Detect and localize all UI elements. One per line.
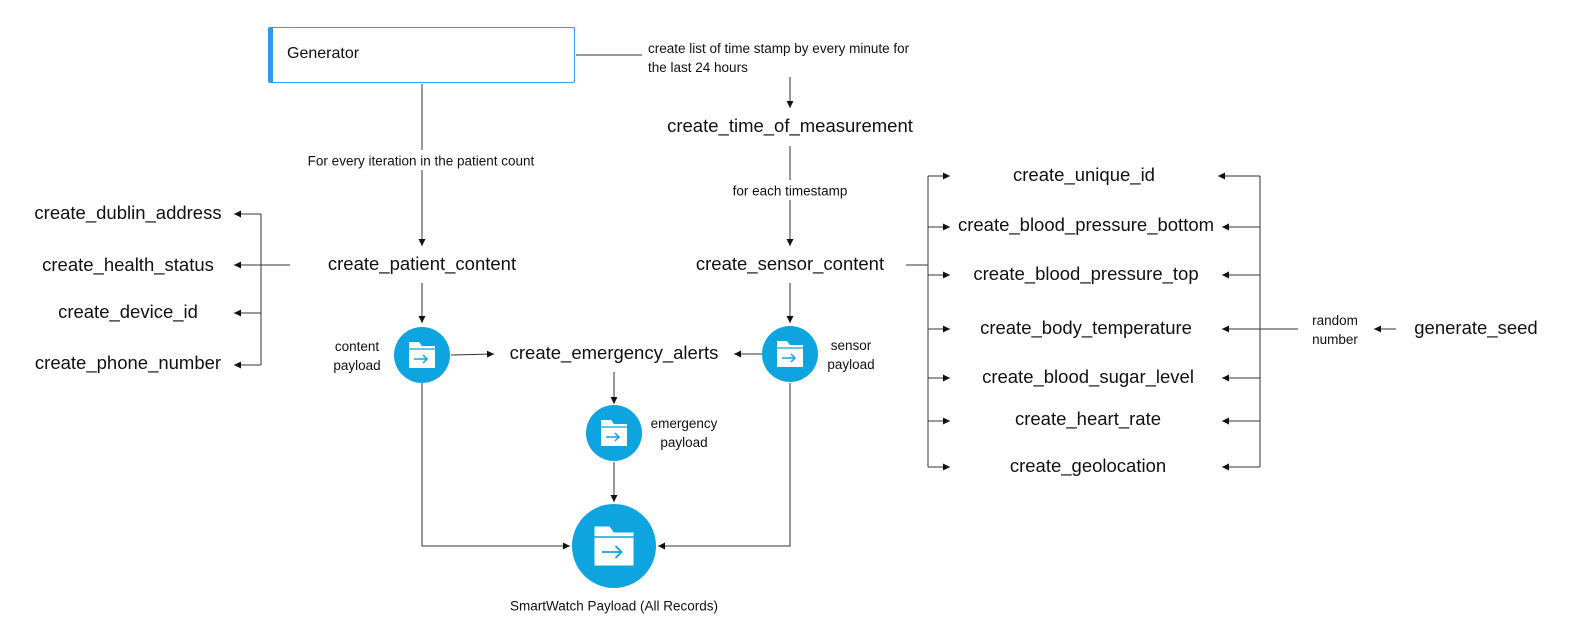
content-payload-icon[interactable] bbox=[394, 327, 450, 383]
random-number-line1: random bbox=[1312, 313, 1358, 328]
node-create-blood-pressure-bottom[interactable]: create_blood_pressure_bottom bbox=[957, 214, 1215, 235]
node-create-dublin-address[interactable]: create_dublin_address bbox=[34, 202, 222, 223]
node-create-phone-number[interactable]: create_phone_number bbox=[34, 352, 222, 373]
sensor-payload-line2: payload bbox=[827, 357, 875, 372]
generator-box[interactable]: Generator bbox=[268, 27, 575, 83]
node-create-body-temperature[interactable]: create_body_temperature bbox=[980, 317, 1192, 338]
folder-arrow-icon bbox=[409, 342, 435, 368]
folder-arrow-icon bbox=[601, 420, 627, 446]
node-create-health-status[interactable]: create_health_status bbox=[42, 254, 214, 275]
content-payload-line1: content bbox=[334, 339, 380, 354]
node-create-blood-sugar-level[interactable]: create_blood_sugar_level bbox=[982, 366, 1194, 387]
smartwatch-payload-label: SmartWatch Payload (All Records) bbox=[509, 598, 719, 614]
node-create-device-id[interactable]: create_device_id bbox=[58, 301, 198, 322]
node-generate-seed[interactable]: generate_seed bbox=[1414, 317, 1538, 338]
content-payload-label: content payload bbox=[333, 337, 380, 375]
node-create-time-of-measurement[interactable]: create_time_of_measurement bbox=[667, 115, 913, 136]
emergency-payload-icon[interactable] bbox=[586, 405, 642, 461]
sensor-payload-label: sensor payload bbox=[827, 336, 874, 374]
node-create-heart-rate[interactable]: create_heart_rate bbox=[1014, 408, 1162, 429]
random-number-line2: number bbox=[1312, 332, 1358, 347]
node-create-geolocation[interactable]: create_geolocation bbox=[1009, 455, 1167, 476]
patient-iteration-note: For every iteration in the patient count bbox=[307, 153, 535, 169]
smartwatch-payload-icon[interactable] bbox=[572, 504, 656, 588]
edge-sensor-payload-to-smartwatch bbox=[658, 383, 791, 550]
node-create-sensor-content[interactable]: create_sensor_content bbox=[695, 253, 885, 274]
timestamp-list-note: create list of time stamp by every minut… bbox=[648, 39, 909, 77]
node-create-unique-id[interactable]: create_unique_id bbox=[1013, 164, 1155, 185]
folder-arrow-icon bbox=[594, 526, 634, 566]
folder-arrow-icon bbox=[777, 341, 803, 367]
emergency-payload-line2: payload bbox=[660, 435, 708, 450]
timestamp-note-line2: the last 24 hours bbox=[648, 60, 748, 75]
each-timestamp-note: for each timestamp bbox=[732, 183, 848, 199]
content-payload-line2: payload bbox=[333, 358, 381, 373]
node-create-patient-content[interactable]: create_patient_content bbox=[327, 253, 517, 274]
sensor-payload-line1: sensor bbox=[830, 338, 872, 353]
random-number-label: random number bbox=[1312, 311, 1358, 349]
node-create-emergency-alerts[interactable]: create_emergency_alerts bbox=[509, 342, 719, 363]
emergency-payload-label: emergency payload bbox=[651, 414, 718, 452]
node-create-blood-pressure-top[interactable]: create_blood_pressure_top bbox=[973, 263, 1199, 284]
emergency-payload-line1: emergency bbox=[650, 416, 718, 431]
edge-content-payload-to-emergency bbox=[450, 350, 495, 358]
timestamp-note-line1: create list of time stamp by every minut… bbox=[648, 41, 910, 56]
generator-label: Generator bbox=[287, 45, 360, 62]
sensor-payload-icon[interactable] bbox=[762, 326, 818, 382]
edge-content-payload-to-smartwatch bbox=[421, 383, 570, 550]
